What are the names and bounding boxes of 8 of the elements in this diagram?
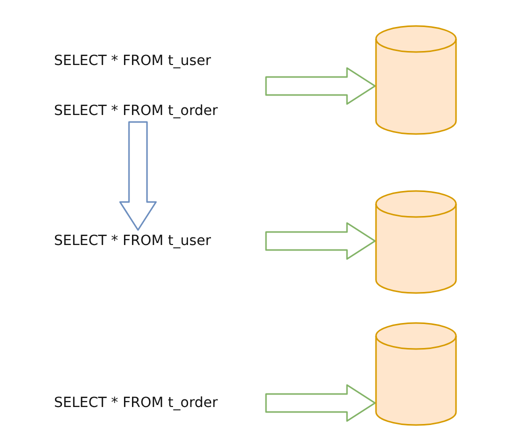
block-arrow [119, 121, 157, 231]
block-arrow [265, 384, 376, 422]
query-text: SELECT * FROM t_order [54, 100, 266, 122]
query-text: SELECT * FROM t_user [54, 50, 266, 72]
query-text: SELECT * FROM t_order [54, 392, 266, 414]
query-text: SELECT * FROM t_user [54, 230, 266, 252]
block-arrow [265, 222, 376, 260]
block-arrow [265, 67, 376, 105]
